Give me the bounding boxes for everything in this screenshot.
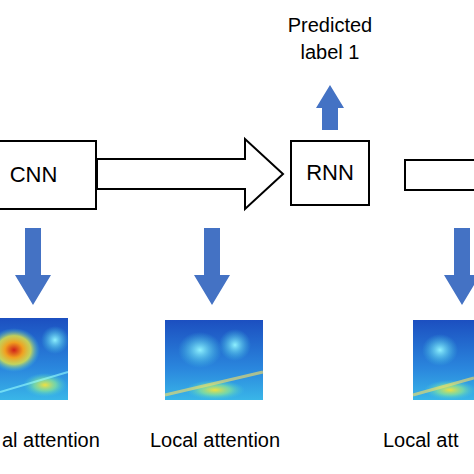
attention-caption: Local attention xyxy=(150,427,280,454)
attention-heatmap xyxy=(413,320,474,400)
attention-heatmap xyxy=(0,318,69,400)
process-box: CNN xyxy=(0,140,97,210)
node-label: CNN xyxy=(10,163,58,187)
down-arrow xyxy=(194,228,230,305)
down-arrow xyxy=(15,228,51,305)
attention-caption: al attention xyxy=(2,427,132,454)
flow-arrow xyxy=(97,139,283,209)
attention-heatmap xyxy=(165,320,263,400)
output-arrow xyxy=(316,85,344,130)
hollow-arrow xyxy=(405,160,474,190)
node-label: RNN xyxy=(306,161,354,185)
output-label: Predicted label 1 xyxy=(270,12,390,66)
attention-caption: Local att xyxy=(383,427,474,454)
down-arrow xyxy=(444,228,474,305)
process-box: RNN xyxy=(290,140,370,206)
